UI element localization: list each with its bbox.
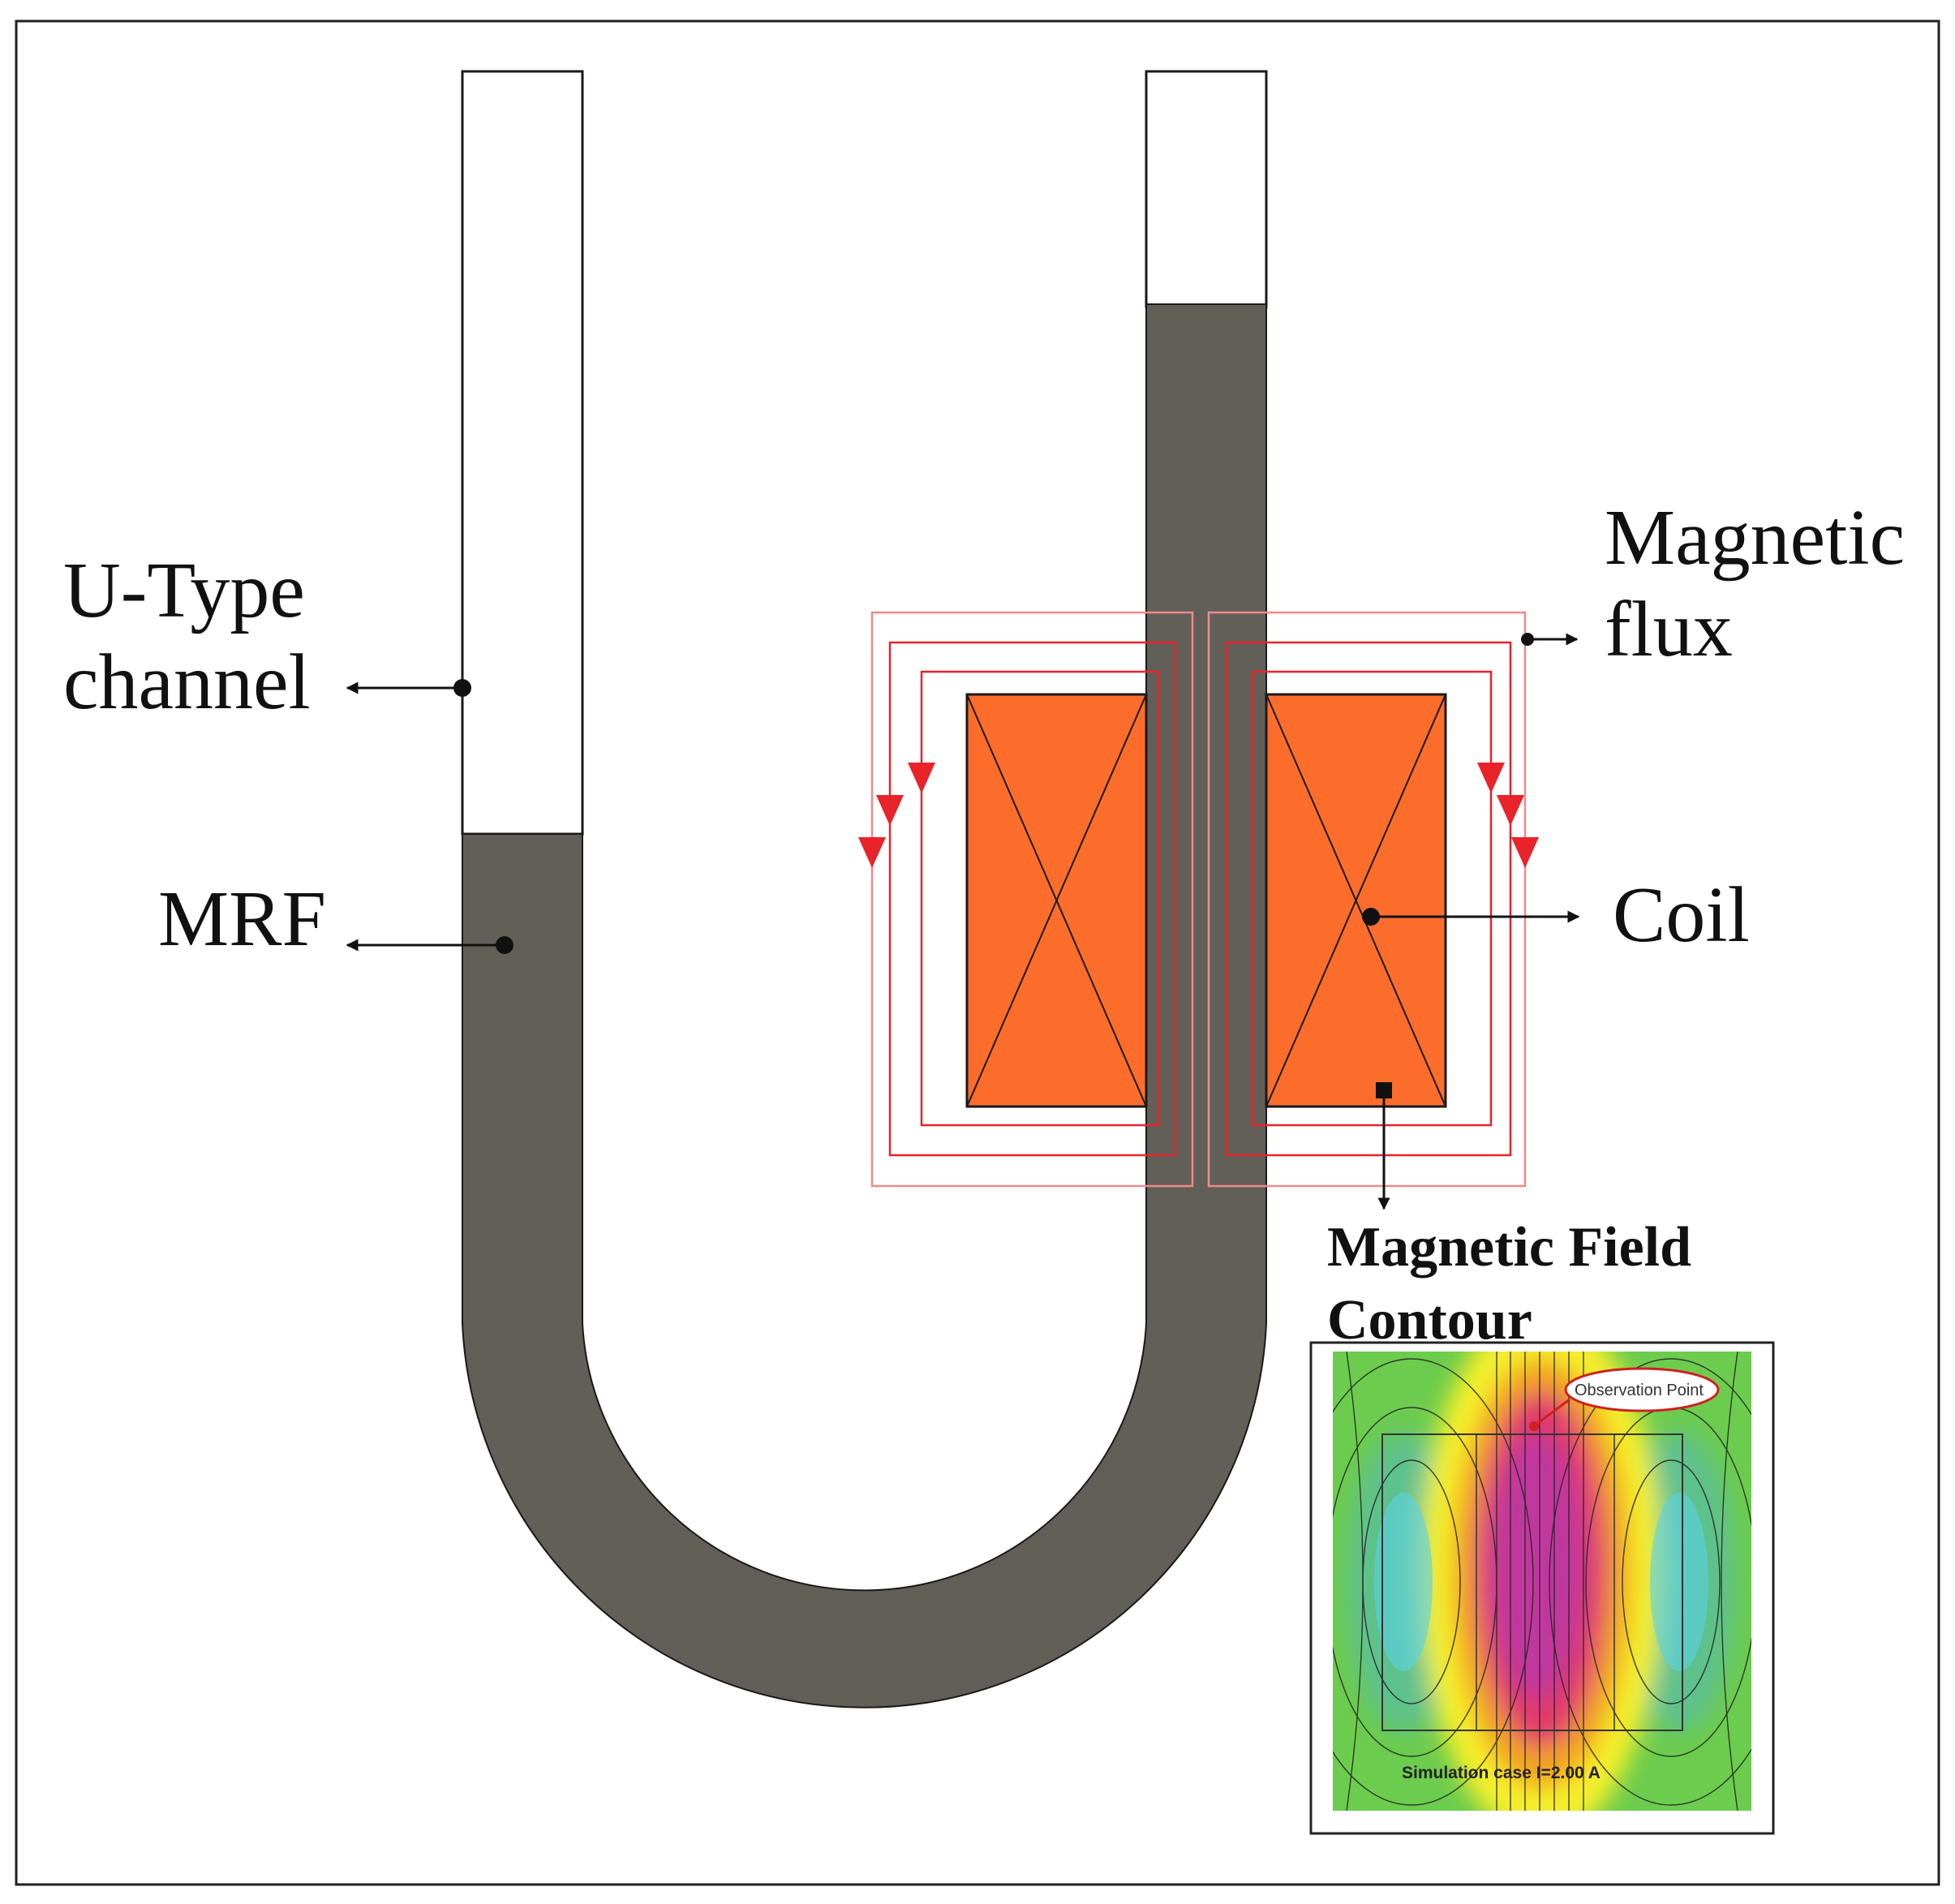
flux-loops-right	[1207, 611, 1527, 1188]
pointer-channel	[346, 679, 471, 697]
label-mrf: MRF	[158, 875, 326, 963]
label-flux-line1: Magnetic	[1605, 494, 1905, 582]
pointer-mrf	[346, 936, 513, 954]
right-tube-empty	[1145, 70, 1268, 308]
label-channel-line2: channel	[63, 638, 311, 726]
flux-arrows	[858, 763, 1539, 868]
left-tube-empty	[461, 70, 584, 836]
pointer-contour	[1376, 1082, 1392, 1210]
label-contour-line1: Magnetic Field	[1327, 1216, 1691, 1279]
field-contour-inset: Observation Point Simulation case I=2.00…	[1309, 1341, 1775, 1835]
figure-border	[15, 19, 1940, 1886]
right-coil	[1265, 693, 1447, 1108]
observation-point-label: Observation Point	[1575, 1382, 1704, 1399]
label-coil: Coil	[1613, 871, 1750, 959]
mrf-fluid	[462, 303, 1267, 1708]
label-flux-line2: flux	[1605, 586, 1733, 673]
label-contour-line2: Contour	[1327, 1289, 1532, 1352]
label-channel-line1: U-Type	[63, 547, 305, 634]
pointer-flux	[1521, 633, 1579, 646]
pointer-coil	[1362, 908, 1580, 926]
left-coil	[965, 693, 1148, 1108]
flux-loops-left	[870, 611, 1194, 1188]
observation-point-marker	[1529, 1421, 1539, 1431]
simulation-case-label: Simulation case I=2.00 A	[1402, 1764, 1601, 1782]
